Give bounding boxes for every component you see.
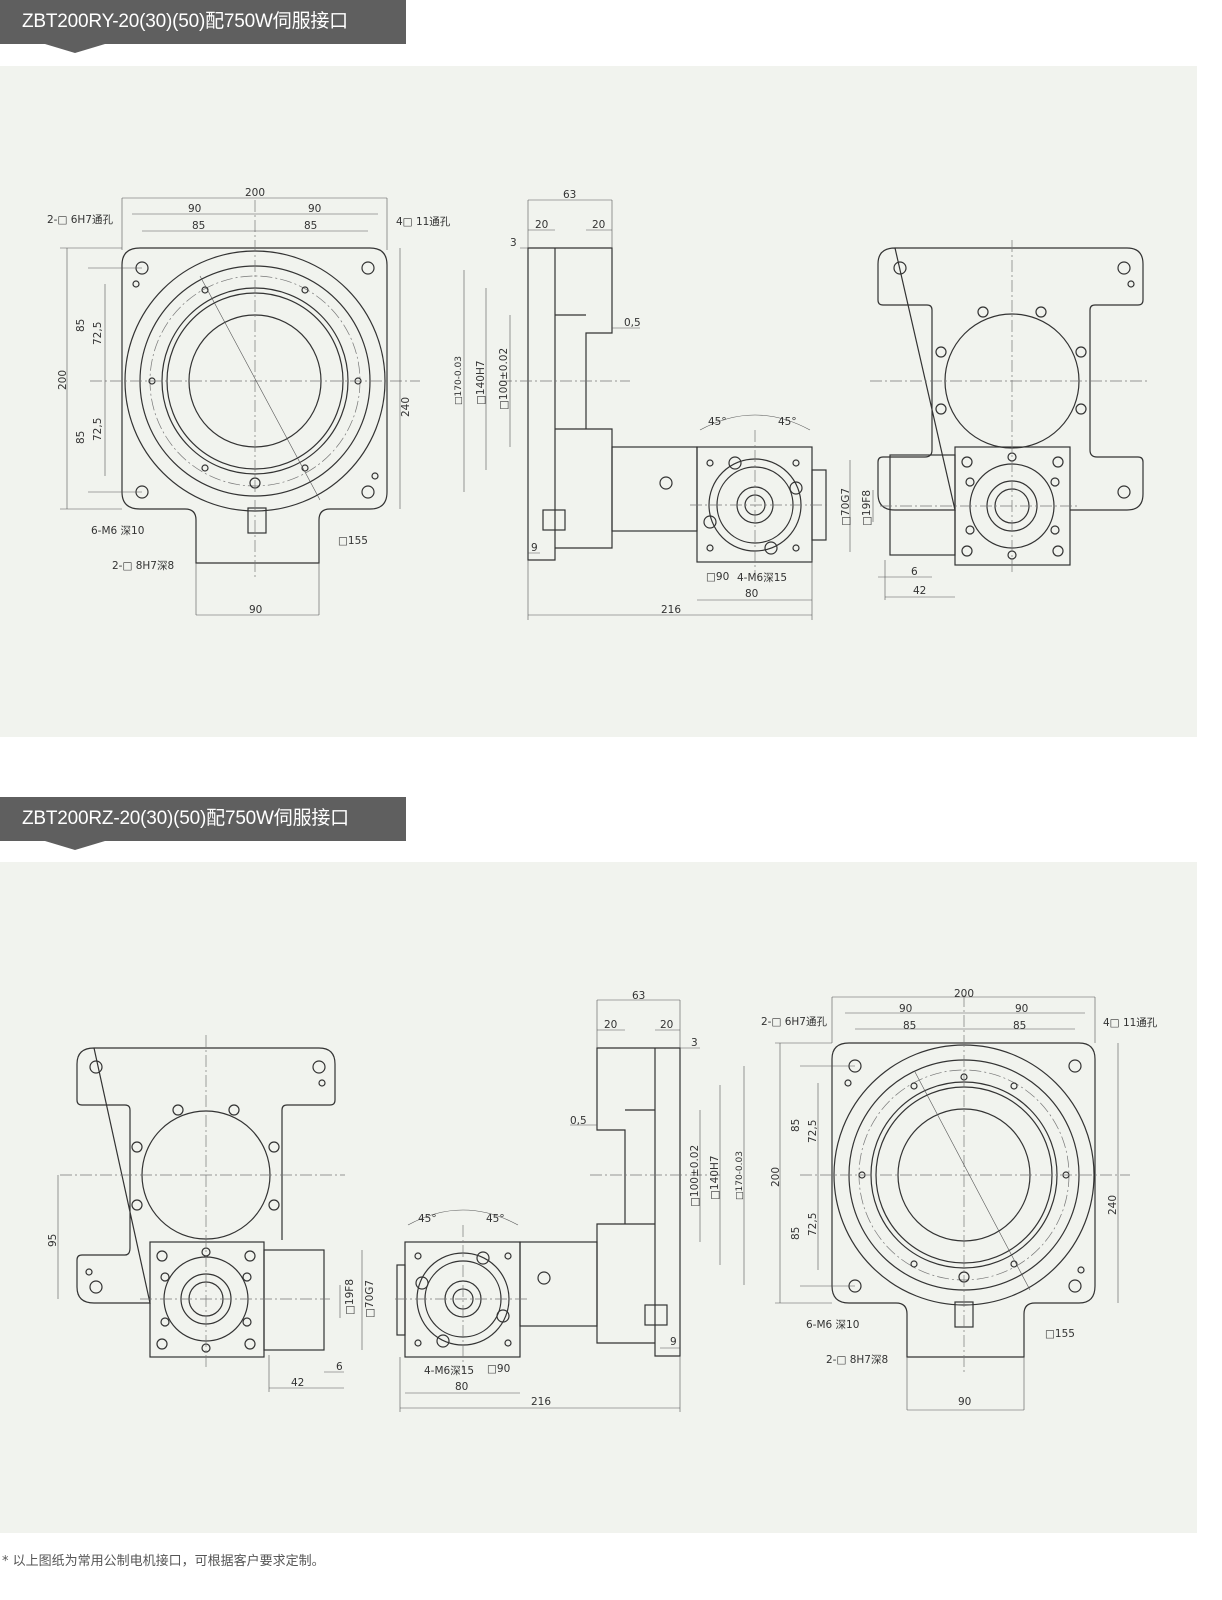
dim-label: 20 xyxy=(604,1019,617,1031)
dim-label: 85 xyxy=(790,1119,802,1132)
footnote: * 以上图纸为常用公制电机接口，可根据客户要求定制。 xyxy=(2,1554,325,1569)
dim-label: □70G7 xyxy=(364,1280,376,1318)
dim-label: 85 xyxy=(192,220,205,232)
side-view xyxy=(395,999,745,1412)
dim-label: 200 xyxy=(57,370,69,390)
dim-label: 80 xyxy=(745,588,758,600)
dim-label: □70G7 xyxy=(840,488,852,526)
dim-label: 90 xyxy=(958,1396,971,1408)
section-title-text: ZBT200RY-20(30)(50)配750W伺服接口 xyxy=(22,11,348,32)
dim-label: 85 xyxy=(304,220,317,232)
dim-label: 90 xyxy=(188,203,201,215)
drawing-panel-ry: 200 90 90 85 85 2-□ 6H7通孔 4□ 11通孔 85 72,… xyxy=(0,66,1197,737)
side-view-labels: 63 20 20 3 0,5 □170-0.03 □140H7 □100±0.0… xyxy=(418,990,745,1408)
dim-label: 90 xyxy=(899,1003,912,1015)
dim-label: □90 xyxy=(487,1363,510,1375)
dim-label: 95 xyxy=(47,1234,59,1247)
dim-label: □155 xyxy=(1045,1328,1075,1340)
dim-label: 20 xyxy=(660,1019,673,1031)
technical-drawing-ry: 200 90 90 85 85 2-□ 6H7通孔 4□ 11通孔 85 72,… xyxy=(47,187,1150,620)
hole-callout: 2-□ 6H7通孔 xyxy=(761,1015,827,1028)
top-view-labels: 200 90 90 85 85 2-□ 6H7通孔 4□ 11通孔 85 72,… xyxy=(761,988,1158,1408)
technical-drawing-rz: 95 □19F8 □70G7 6 42 63 20 20 3 0,5 □170-… xyxy=(47,988,1158,1412)
section-title-ry: ZBT200RY-20(30)(50)配750W伺服接口 xyxy=(0,0,406,53)
tab-notch xyxy=(45,44,105,53)
hole-callout: 2-□ 6H7通孔 xyxy=(47,213,113,226)
drawing-panel-rz: 95 □19F8 □70G7 6 42 63 20 20 3 0,5 □170-… xyxy=(0,862,1197,1533)
dim-label: 63 xyxy=(632,990,645,1002)
dim-label: 90 xyxy=(1015,1003,1028,1015)
dim-label: □100±0.02 xyxy=(498,348,510,410)
dim-label: 42 xyxy=(291,1377,304,1389)
motor-view xyxy=(57,1035,363,1392)
dim-label: 72,5 xyxy=(92,322,104,345)
dim-label: 72,5 xyxy=(807,1120,819,1143)
dim-label: 85 xyxy=(790,1227,802,1240)
dim-label: 80 xyxy=(455,1381,468,1393)
hole-callout: 4□ 11通孔 xyxy=(396,215,451,228)
hole-callout: 4-M6深15 xyxy=(424,1365,474,1377)
dim-label: □170-0.03 xyxy=(454,356,464,405)
dim-label: 85 xyxy=(903,1020,916,1032)
angle-label: 45° xyxy=(708,416,727,428)
side-view xyxy=(463,199,830,620)
top-view-labels: 200 90 90 85 85 2-□ 6H7通孔 4□ 11通孔 85 72,… xyxy=(47,187,451,616)
dim-label: □100±0.02 xyxy=(689,1145,701,1207)
angle-label: 45° xyxy=(486,1213,505,1225)
dim-label: 42 xyxy=(913,585,926,597)
angle-label: 45° xyxy=(778,416,797,428)
dim-label: 20 xyxy=(592,219,605,231)
dim-label: 85 xyxy=(75,431,87,444)
dim-label: □140H7 xyxy=(709,1155,721,1200)
section-title-rz: ZBT200RZ-20(30)(50)配750W伺服接口 xyxy=(0,797,406,850)
dim-label: 85 xyxy=(75,319,87,332)
motor-view-labels: 95 □19F8 □70G7 6 42 xyxy=(47,1234,376,1389)
dim-label: 6 xyxy=(911,566,918,578)
dim-label: □90 xyxy=(706,571,729,583)
dim-label: 200 xyxy=(770,1167,782,1187)
dim-label: 63 xyxy=(563,189,576,201)
dim-label: 72,5 xyxy=(807,1213,819,1236)
section-title-text: ZBT200RZ-20(30)(50)配750W伺服接口 xyxy=(22,808,349,829)
dim-label: 3 xyxy=(510,237,517,249)
tab-notch xyxy=(45,841,105,850)
dim-label: 3 xyxy=(691,1037,698,1049)
angle-label: 45° xyxy=(418,1213,437,1225)
dim-label: 200 xyxy=(954,988,974,1000)
dim-label: 0,5 xyxy=(624,317,641,329)
top-view xyxy=(775,995,1130,1411)
dim-label: 0,5 xyxy=(570,1115,587,1127)
dim-label: 9 xyxy=(531,542,538,554)
dim-label: □170-0.03 xyxy=(735,1151,745,1200)
hole-callout: 4-M6深15 xyxy=(737,572,787,584)
dim-label: □155 xyxy=(338,535,368,547)
dim-label: 20 xyxy=(535,219,548,231)
dim-label: 90 xyxy=(249,604,262,616)
dim-label: 200 xyxy=(245,187,265,199)
motor-view xyxy=(849,240,1150,600)
dim-label: 85 xyxy=(1013,1020,1026,1032)
hole-callout: 2-□ 8H7深8 xyxy=(112,560,174,572)
dim-label: 240 xyxy=(1107,1195,1119,1215)
dim-label: □19F8 xyxy=(861,490,873,526)
hole-callout: 4□ 11通孔 xyxy=(1103,1016,1158,1029)
motor-view-labels: □70G7 □19F8 6 42 xyxy=(840,488,926,597)
hole-callout: 2-□ 8H7深8 xyxy=(826,1354,888,1366)
dim-label: □19F8 xyxy=(344,1279,356,1315)
hole-callout: 6-M6 深10 xyxy=(806,1319,859,1331)
dim-label: 9 xyxy=(670,1336,677,1348)
dim-label: 6 xyxy=(336,1361,343,1373)
dim-label: 216 xyxy=(661,604,681,616)
hole-callout: 6-M6 深10 xyxy=(91,525,144,537)
dim-label: 72,5 xyxy=(92,418,104,441)
dim-label: □140H7 xyxy=(475,360,487,405)
dim-label: 240 xyxy=(400,397,412,417)
side-view-labels: 63 20 20 3 0,5 □170-0.03 □140H7 □100±0.0… xyxy=(454,189,797,616)
dim-label: 216 xyxy=(531,1396,551,1408)
dim-label: 90 xyxy=(308,203,321,215)
top-view xyxy=(60,197,420,616)
